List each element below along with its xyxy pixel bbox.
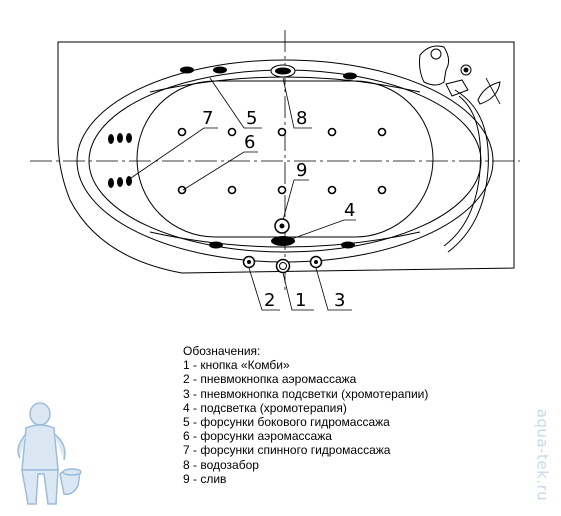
legend-item: 5 - форсунки бокового гидромассажа [183,415,390,430]
aero-nozzle [377,127,387,137]
aero-nozzle [277,127,287,137]
faucet-hose [447,89,489,253]
water-intake-bottom [271,236,295,246]
combi-button [275,258,291,274]
side-nozzle [180,66,194,74]
site-watermark: aqua-tek.ru [530,400,554,510]
side-nozzle [341,241,355,249]
leader-8 [282,77,312,129]
side-nozzle [213,66,227,74]
plumber-mascot-watermark [17,402,82,505]
aero-nozzle [227,185,237,195]
side-nozzle [343,72,357,80]
callout-4: 4 [344,200,355,221]
callout-2: 2 [264,290,275,311]
callout-8: 8 [296,108,307,129]
combi-button-ring [279,262,287,270]
aero-nozzle [227,127,237,137]
leader-1 [282,272,314,311]
aero-nozzle [327,185,337,195]
site-watermark-text: aqua-tek.ru [533,408,552,502]
aero-nozzle [327,127,337,137]
back-nozzle [117,177,123,187]
aero-nozzle [177,185,187,195]
leader-9 [282,179,309,221]
leader-2 [248,267,280,311]
aero-nozzle [377,185,387,195]
aero-nozzle [277,185,287,195]
callout-5: 5 [246,108,257,129]
legend-item: 2 - пневмокнопка аэромассажа [183,372,357,387]
back-nozzle [108,134,114,144]
legend-title: Обозначения: [183,344,261,358]
back-nozzle [126,133,132,143]
hand-shower [477,81,501,105]
water-intake-grill [275,67,291,75]
hand-shower-line [485,77,501,105]
side-nozzle [209,241,223,249]
back-nozzle [108,178,114,188]
callout-3: 3 [334,290,345,311]
legend-item: 3 - пневмокнопка подсветки (хромотерапии… [183,386,429,401]
tub-basin [136,80,434,238]
legend-item: 8 - водозабор [183,457,259,472]
mixer-body [419,45,450,86]
legend-item: 9 - слив [183,471,227,486]
leader-5 [209,77,262,129]
shower-holder-core [463,67,469,73]
aero-button-core [247,260,251,264]
drain-core [279,223,285,229]
mixer-knob [430,48,442,60]
leader-7 [127,127,218,181]
legend-item: 1 - кнопка «Комби» [183,358,290,373]
aero-nozzle [177,127,187,137]
callout-6: 6 [244,132,255,153]
back-nozzle [117,133,123,143]
light-button-core [314,260,318,264]
spout [445,79,469,97]
leader-3 [315,267,352,311]
leader-4 [285,219,356,242]
leader-6 [182,151,258,191]
faucet-hose-inner [443,95,482,247]
callout-9: 9 [296,160,307,181]
legend-item: 4 - подсветка (хромотерапия) [183,400,347,415]
legend-item: 7 - форсунки спинного гидромассажа [183,443,391,458]
legend: Обозначения: 1 - кнопка «Комби» 2 - пнев… [183,344,428,486]
callout-7: 7 [202,108,213,129]
tub-outer-contour [57,41,515,274]
callout-1: 1 [295,290,306,311]
legend-item: 6 - форсунки аэромассажа [183,429,332,444]
shower-holder [460,64,472,76]
